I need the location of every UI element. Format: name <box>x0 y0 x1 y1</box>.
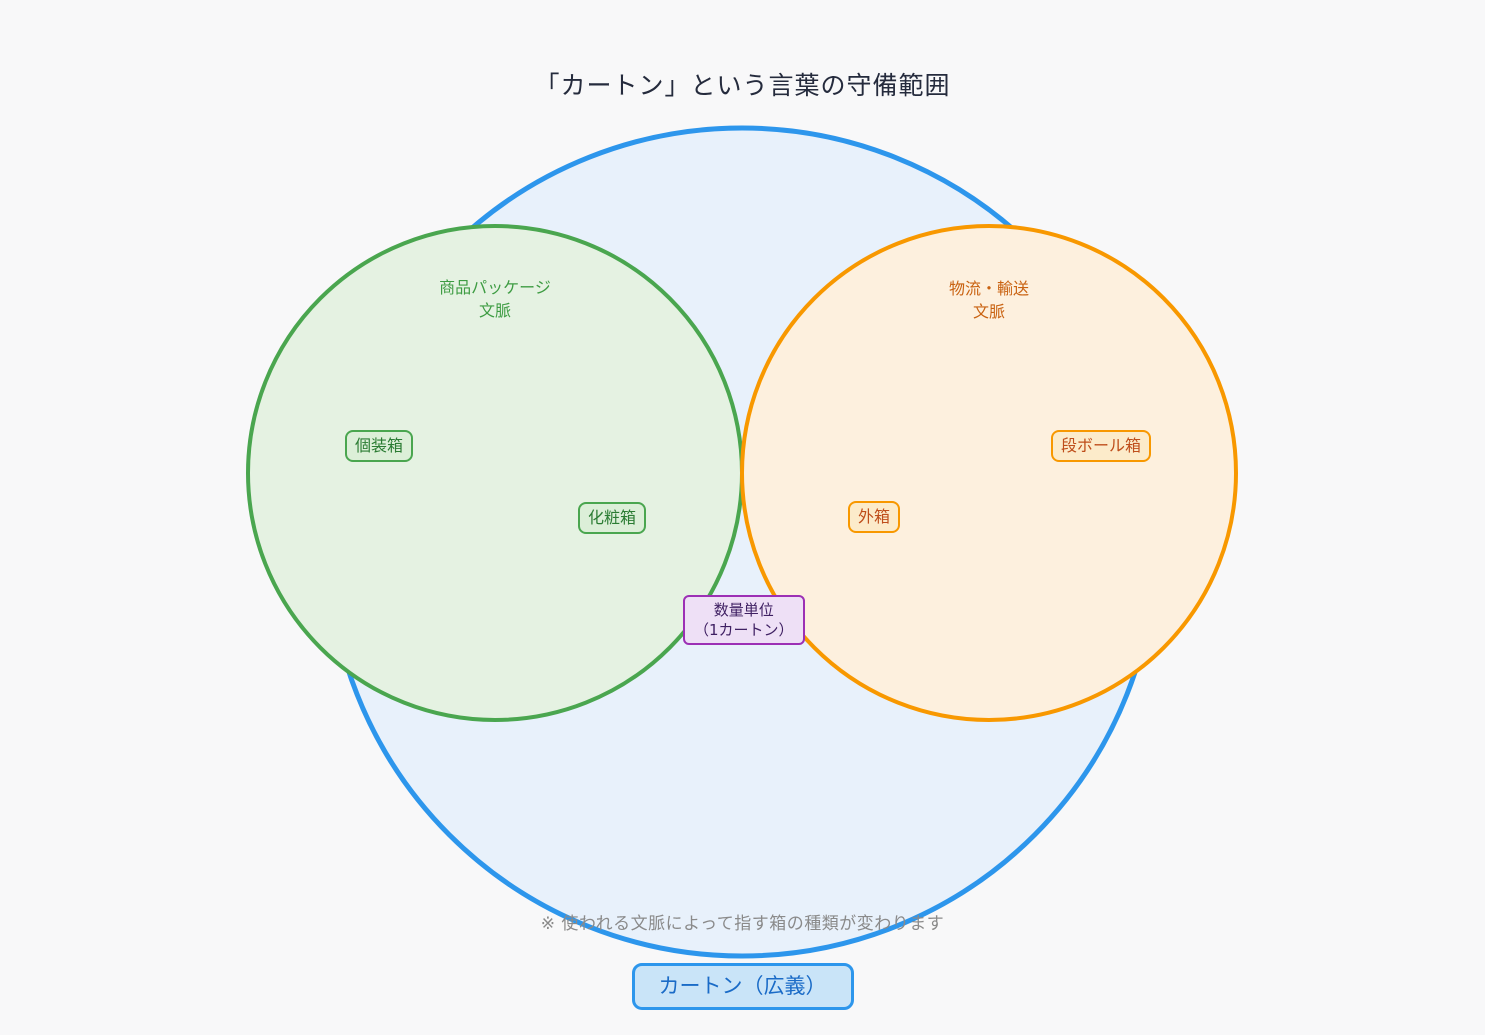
outer-carton-label: カートン（広義） <box>631 963 854 1010</box>
packaging-circle-label-line1: 商品パッケージ <box>439 278 551 297</box>
node-cardboard-box: 段ボール箱 <box>1051 430 1152 462</box>
logistics-circle-label: 物流・輸送 文脈 <box>839 277 1139 323</box>
node-cosmetic-box: 化粧箱 <box>578 502 647 534</box>
node-individual-packaging-box: 個装箱 <box>345 430 414 462</box>
node-quantity-unit-line2: （1カートン） <box>694 621 794 639</box>
node-outer-box: 外箱 <box>848 501 901 533</box>
logistics-circle-label-line1: 物流・輸送 <box>948 279 1029 298</box>
diagram-title: 「カートン」という言葉の守備範囲 <box>534 71 951 100</box>
node-quantity-unit-line1: 数量単位 <box>713 601 774 619</box>
packaging-circle-label: 商品パッケージ 文脈 <box>345 276 645 322</box>
logistics-circle-label-line2: 文脈 <box>972 302 1005 321</box>
logistics-context-circle <box>740 224 1238 722</box>
context-footnote: ※ 使われる文脈によって指す箱の種類が変わります <box>540 914 945 934</box>
packaging-circle-label-line2: 文脈 <box>478 301 511 320</box>
node-quantity-unit: 数量単位 （1カートン） <box>683 595 805 645</box>
